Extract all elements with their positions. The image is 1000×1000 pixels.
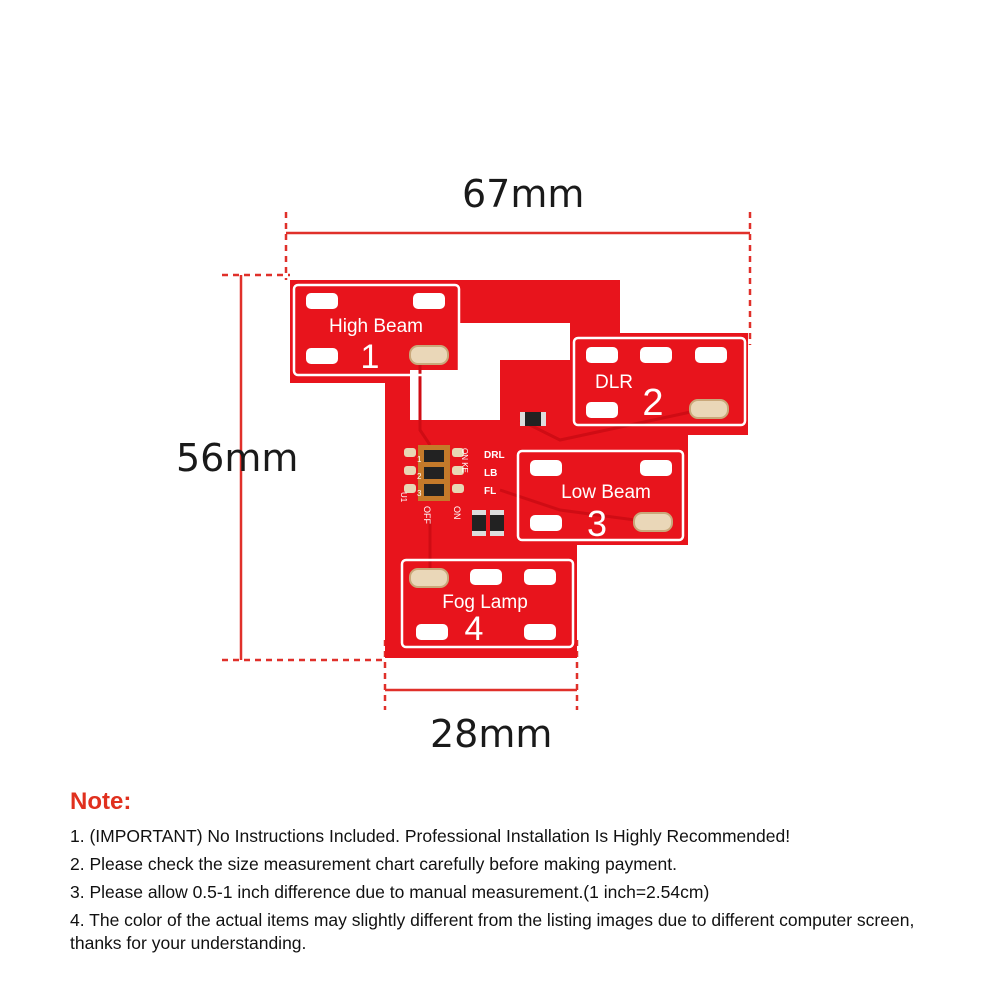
switch-ref: U1 xyxy=(399,492,408,503)
height-dimension-label: 56mm xyxy=(176,436,299,480)
note-line-3: 3. Please allow 0.5-1 inch difference du… xyxy=(70,882,710,902)
switch-number-1: 1 xyxy=(417,455,422,464)
note-line-2: 2. Please check the size measurement cha… xyxy=(70,854,677,874)
pad2-name: DLR xyxy=(595,372,633,393)
bottom-width-dimension-label: 28mm xyxy=(430,712,553,756)
pad-low-beam xyxy=(516,449,685,542)
switch-number-3: 3 xyxy=(417,489,422,498)
note-title: Note: xyxy=(70,788,132,815)
note-section: Note: 1. (IMPORTANT) No Instructions Inc… xyxy=(70,788,970,955)
pad2-number: 2 xyxy=(642,382,663,424)
smd-components xyxy=(472,412,546,536)
width-dimension-label: 67mm xyxy=(462,172,585,216)
pad4-name: Fog Lamp xyxy=(442,592,528,613)
pad3-name: Low Beam xyxy=(561,482,651,503)
note-line-1: 1. (IMPORTANT) No Instructions Included.… xyxy=(70,826,791,846)
switch-top-label: ON KE xyxy=(460,448,469,473)
switch-label-lb: LB xyxy=(484,468,497,479)
pcb-cutout xyxy=(410,323,570,420)
pad-dlr xyxy=(572,336,747,427)
pad-fog-lamp xyxy=(400,558,575,649)
pad1-number: 1 xyxy=(361,338,380,376)
pad4-number: 4 xyxy=(465,610,484,648)
note-line-4: 4. The color of the actual items may sli… xyxy=(70,910,915,953)
switch-label-fl: FL xyxy=(484,486,496,497)
switch-number-2: 2 xyxy=(417,472,422,481)
pad-high-beam xyxy=(292,283,461,377)
switch-label-drl: DRL xyxy=(484,450,505,461)
switch-off: OFF xyxy=(422,506,432,524)
pad1-name: High Beam xyxy=(329,316,423,337)
switch-on: ON xyxy=(452,506,462,520)
dimension-lines xyxy=(222,212,752,710)
pad3-number: 3 xyxy=(587,503,607,544)
dip-switch xyxy=(404,445,464,501)
